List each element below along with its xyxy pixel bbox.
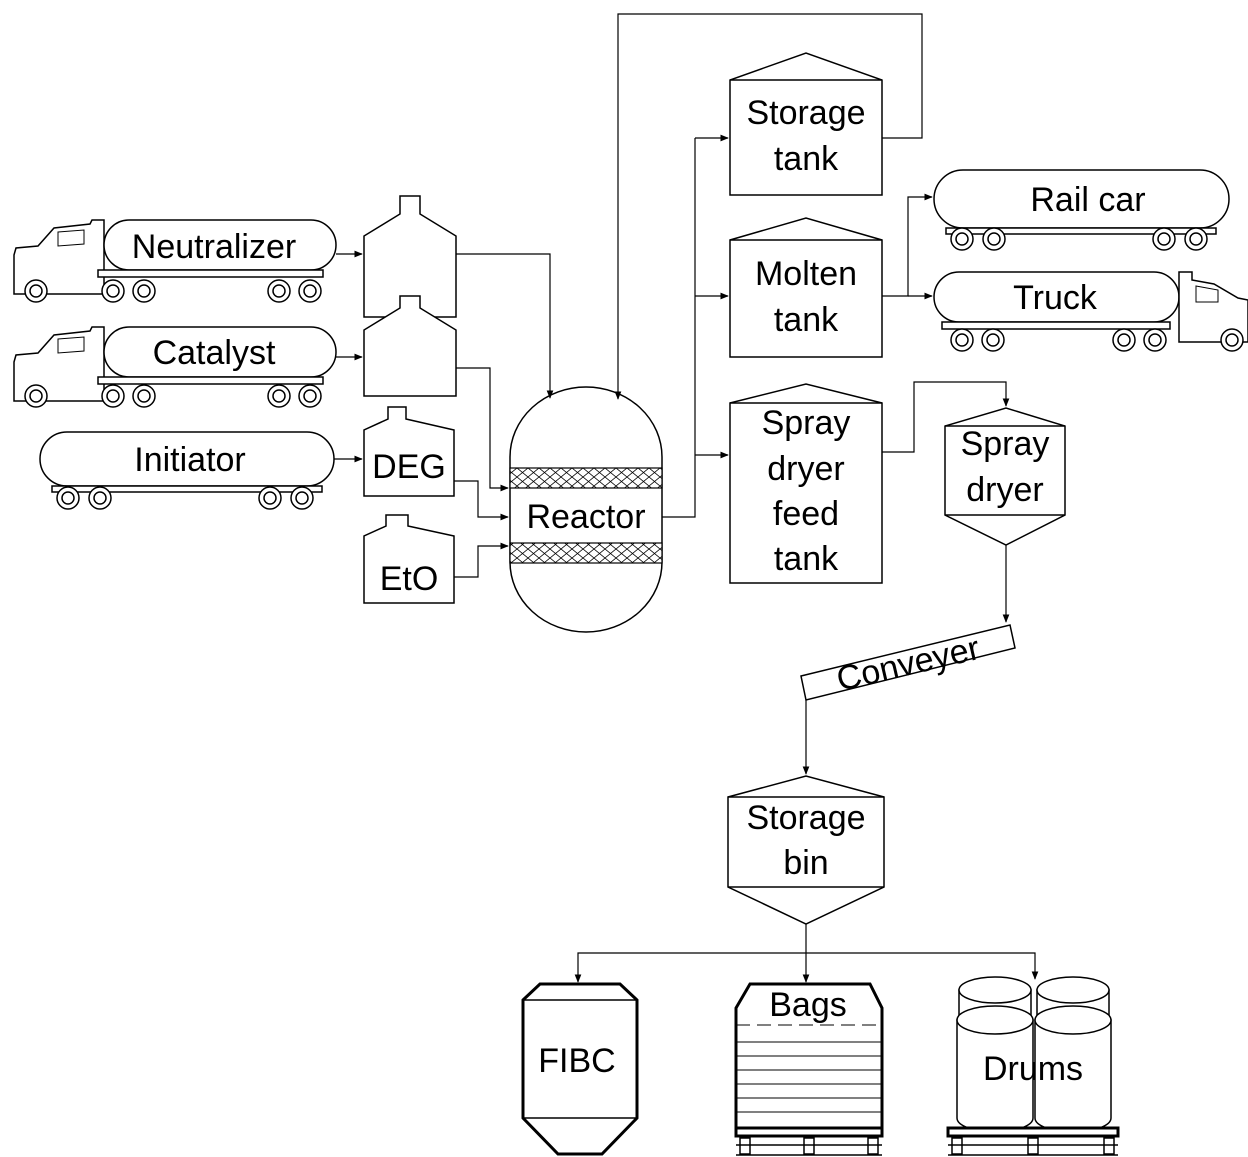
wheel-icon bbox=[101, 384, 125, 408]
wheel-icon bbox=[267, 279, 291, 303]
wheel-icon bbox=[101, 279, 125, 303]
wheel-icon bbox=[950, 328, 974, 352]
flow-lines bbox=[334, 13, 1039, 983]
flow-reactor-outlet bbox=[662, 138, 696, 518]
wheel-icon bbox=[982, 227, 1006, 251]
storage-bin-line2: bin bbox=[783, 844, 828, 882]
wheel-icon bbox=[258, 486, 282, 510]
flow-bin-to-fibc bbox=[574, 952, 806, 983]
wheel-icon bbox=[1184, 227, 1208, 251]
wheel-icon bbox=[981, 328, 1005, 352]
feed-tank-line1: Spray bbox=[762, 404, 851, 442]
wheel-icon bbox=[1220, 328, 1244, 352]
wheel-icon bbox=[88, 486, 112, 510]
conveyer: Conveyer bbox=[800, 624, 1016, 701]
wheel-icon bbox=[1112, 328, 1136, 352]
spray-dryer: Spray dryer bbox=[944, 407, 1066, 546]
flow-bin-to-drums bbox=[806, 952, 1039, 980]
molten-tank-line1: Molten bbox=[755, 255, 857, 293]
wheel-icon bbox=[24, 279, 48, 303]
flow-eto-to-reactor bbox=[454, 542, 509, 578]
wheel-icon bbox=[290, 486, 314, 510]
deg-label: DEG bbox=[372, 448, 446, 486]
reactor-label: Reactor bbox=[526, 498, 645, 536]
wheel-icon bbox=[24, 384, 48, 408]
drum-front-right bbox=[1034, 1005, 1112, 1133]
spray-dryer-line2: dryer bbox=[966, 471, 1043, 509]
conveyer-label: Conveyer bbox=[833, 629, 983, 699]
spray-dryer-line1: Spray bbox=[961, 425, 1050, 463]
truck-label: Truck bbox=[1013, 279, 1098, 317]
shipping-truck: Truck bbox=[933, 271, 1248, 352]
deg-tank: DEG bbox=[363, 406, 455, 497]
initiator-label: Initiator bbox=[134, 441, 246, 479]
rail-car-label: Rail car bbox=[1030, 181, 1145, 219]
eto-tank: EtO bbox=[363, 514, 455, 604]
storage-tank-line1: Storage bbox=[746, 94, 865, 132]
feed-tank-line2: dryer bbox=[767, 450, 844, 488]
feed-tank-line4: tank bbox=[774, 540, 839, 578]
storage-tank: Storage tank bbox=[729, 52, 883, 196]
bags-pallet: Bags bbox=[734, 982, 884, 1156]
flow-feed-to-spray-dryer bbox=[882, 381, 1010, 453]
flow-molten-to-railcar bbox=[882, 193, 933, 297]
flow-storage-recycle bbox=[614, 13, 923, 400]
wheel-icon bbox=[56, 486, 80, 510]
initiator-rail-car: Initiator bbox=[39, 431, 335, 510]
catalyst-day-tank bbox=[363, 295, 457, 397]
storage-bin: Storage bin bbox=[727, 775, 885, 925]
bags-label: Bags bbox=[769, 986, 847, 1024]
molten-tank: Molten tank bbox=[729, 217, 883, 358]
fibc-label: FIBC bbox=[538, 1042, 615, 1080]
wheel-icon bbox=[298, 279, 322, 303]
feed-tank-line3: feed bbox=[773, 495, 839, 533]
molten-tank-line2: tank bbox=[774, 301, 839, 339]
neutralizer-truck: Neutralizer bbox=[13, 219, 337, 303]
rail-car: Rail car bbox=[933, 169, 1230, 251]
reactor: Reactor bbox=[509, 386, 663, 633]
fibc-container: FIBC bbox=[521, 982, 639, 1156]
wheel-icon bbox=[267, 384, 291, 408]
drum-front-left bbox=[956, 1005, 1034, 1133]
wheel-icon bbox=[1152, 227, 1176, 251]
wheel-icon bbox=[950, 227, 974, 251]
catalyst-label: Catalyst bbox=[153, 334, 276, 372]
wheel-icon bbox=[298, 384, 322, 408]
catalyst-truck: Catalyst bbox=[13, 326, 337, 408]
wheel-icon bbox=[1143, 328, 1167, 352]
drums-pallet: Drums bbox=[946, 976, 1120, 1156]
wheel-icon bbox=[132, 384, 156, 408]
neutralizer-label: Neutralizer bbox=[132, 228, 296, 266]
wheel-icon bbox=[132, 279, 156, 303]
neutralizer-day-tank bbox=[363, 195, 457, 318]
drums-label: Drums bbox=[983, 1050, 1083, 1088]
flow-deg-to-reactor bbox=[454, 480, 509, 521]
spray-dryer-feed-tank: Spray dryer feed tank bbox=[729, 383, 883, 584]
flow-catalyst-tank-to-reactor bbox=[456, 367, 509, 492]
flow-neutralizer-tank-to-reactor bbox=[456, 253, 554, 399]
storage-tank-line2: tank bbox=[774, 140, 839, 178]
eto-label: EtO bbox=[380, 560, 439, 598]
storage-bin-line1: Storage bbox=[746, 799, 865, 837]
